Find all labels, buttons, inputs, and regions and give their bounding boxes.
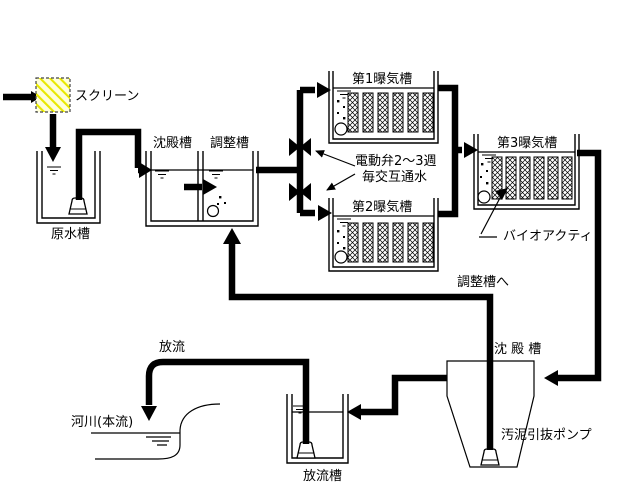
- label-bioacty: バイオアクティ: [503, 229, 593, 244]
- label-raw-tank: 原水槽: [51, 227, 91, 242]
- settling-to-adjust-arrow: [184, 179, 217, 195]
- bubbles-icon: [477, 163, 491, 204]
- motor-valve-icon: [289, 183, 311, 201]
- discharge-tank: [286, 394, 349, 464]
- media-column-icon: [347, 222, 434, 263]
- label-aeration2: 第2曝気槽: [352, 200, 413, 215]
- river-bank: [91, 403, 221, 460]
- label-aeration3: 第3曝気槽: [497, 136, 558, 151]
- label-settling-tank: 沈殿槽: [153, 136, 193, 151]
- bubbles-icon: [206, 196, 226, 218]
- pump-icon: [480, 448, 500, 466]
- water-level-icon: [46, 166, 62, 175]
- aeration3-to-settling-pipe: [544, 149, 602, 386]
- label-river: 河川(本流): [71, 415, 134, 430]
- label-discharge: 放流: [159, 340, 186, 355]
- aeration-tank-3: [473, 134, 580, 210]
- screen-icon: [35, 77, 71, 113]
- rawtank-to-settling-pipe: [75, 128, 152, 200]
- label-final-settling-tank: 沈 殿 槽: [494, 342, 542, 357]
- label-valve-note-1: 電動弁2～3週: [355, 154, 437, 169]
- label-aeration1: 第1曝気槽: [352, 72, 413, 87]
- media-column-icon: [491, 156, 573, 200]
- adjust-to-valves-pipe: [256, 82, 332, 221]
- label-valve-note-2: 毎交互通水: [362, 170, 428, 185]
- influent-pipe: [3, 91, 41, 103]
- valve-pointer-arrows: [315, 150, 356, 191]
- sludge-return-pipe: [223, 228, 494, 450]
- label-discharge-tank: 放流槽: [303, 469, 343, 484]
- water-level-icon: [208, 170, 224, 179]
- aeration-tank-1: [328, 71, 439, 144]
- media-column-icon: [347, 92, 434, 133]
- bubbles-icon: [334, 230, 348, 264]
- motor-valve-icon: [289, 138, 311, 156]
- settling-adjust-tank: [145, 151, 259, 227]
- bioacty-pointer-arrow: [479, 188, 508, 238]
- aeration-tank-2: [328, 198, 439, 272]
- screen-to-rawtank-pipe: [45, 114, 61, 162]
- label-sludge-pump: 汚泥引抜ポンプ: [501, 428, 592, 443]
- label-screen: スクリーン: [75, 89, 140, 104]
- label-adjust-tank: 調整槽: [210, 136, 250, 151]
- label-to-adjust-tank: 調整槽へ: [457, 275, 510, 290]
- aeration-merge-pipe: [438, 84, 478, 218]
- water-level-icon: [154, 170, 170, 179]
- settling-to-discharge-pipe: [347, 374, 447, 420]
- pump-icon: [296, 441, 316, 459]
- water-level-icon: [146, 436, 171, 446]
- discharge-pipe: [141, 358, 310, 444]
- pump-icon: [68, 197, 88, 215]
- bubbles-icon: [334, 100, 348, 136]
- final-settling-tank: [446, 360, 535, 468]
- raw-water-tank: [36, 151, 101, 224]
